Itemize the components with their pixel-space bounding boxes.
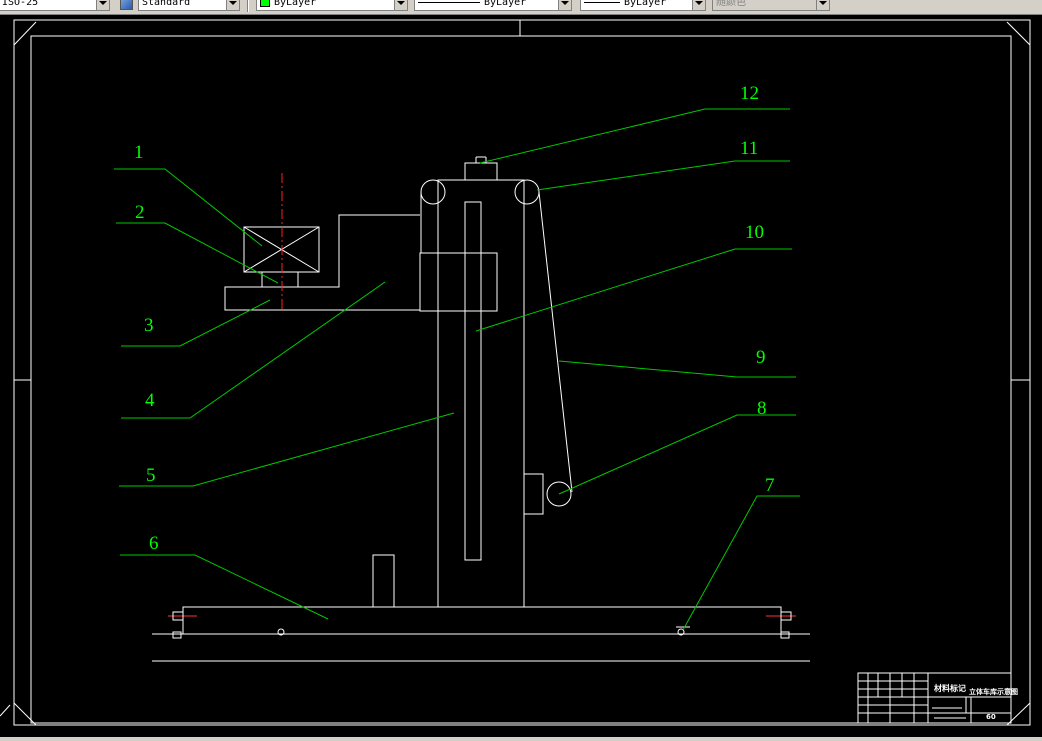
callout-label-3: 3 [144,315,154,336]
chevron-down-icon[interactable] [558,0,571,10]
callout-label-1: 1 [134,142,144,163]
wheel-bracket [172,631,182,639]
callout-label-9: 9 [756,347,766,368]
corner-mark [13,702,37,726]
toolbar-separator [247,0,249,12]
callout-label-7: 7 [765,475,775,496]
leader-3 [121,299,271,347]
properties-toolbar: ISO-25 Standard ByLayer ByLayer ByLayer … [0,0,1042,15]
chevron-down-icon[interactable] [692,0,705,10]
chevron-down-icon [816,0,829,10]
wheel-icon [677,628,685,636]
callout-label-5: 5 [146,465,156,486]
motor-mount [523,473,544,515]
linetype-dropdown[interactable]: ByLayer [414,0,572,11]
callout-label-11: 11 [740,138,758,159]
pulley-left-icon [420,179,446,205]
dimstyle-dropdown[interactable]: ISO-25 [0,0,110,11]
wheel-icon [277,628,285,636]
base-bolt-right [780,611,792,621]
leader-9 [558,360,796,378]
corner-mark [1006,702,1031,726]
callout-label-12: 12 [740,83,759,104]
column-support [372,554,395,608]
leader-10 [475,248,792,332]
chevron-down-icon[interactable] [96,0,109,10]
lineweight-preview-icon [584,1,620,3]
pulley-right-icon [514,179,540,205]
callout-label-6: 6 [149,533,159,554]
leader-5 [119,412,455,487]
leader-4 [121,281,386,419]
textstyle-value: Standard [142,0,191,8]
ucs-icon [0,704,11,717]
corner-mark [1006,21,1031,46]
color-dropdown[interactable]: ByLayer [256,0,408,11]
lineweight-value: ByLayer [624,0,667,8]
leader-8 [558,414,796,495]
drive-pulley-icon [546,481,572,507]
top-cap [464,162,498,181]
chevron-down-icon[interactable] [394,0,407,10]
lifting-screw [464,201,482,561]
leader-12 [479,108,790,164]
status-bar [0,737,1042,741]
color-value: ByLayer [274,0,317,8]
linetype-value: ByLayer [484,0,527,8]
text-style-icon[interactable] [120,0,133,10]
title-block-drawing-name: 立体车库示意图 [969,687,1018,696]
plotstyle-value: 随颜色 [716,0,746,8]
sheet-outer-border [13,19,1031,726]
callout-label-8: 8 [757,398,767,419]
callout-label-2: 2 [135,202,145,223]
plotstyle-dropdown: 随颜色 [712,0,830,11]
callout-label-10: 10 [745,222,764,243]
wheel-bracket [780,631,790,639]
chevron-down-icon[interactable] [226,0,239,10]
leader-2 [116,222,279,284]
leader-1 [114,168,263,247]
leader-6 [120,554,329,620]
carriage-block [419,252,498,312]
callout-label-4: 4 [145,390,155,411]
lineweight-dropdown[interactable]: ByLayer [580,0,706,11]
leader-11 [536,160,790,191]
base-frame [182,606,782,635]
title-block-material-label: 材料标记 [934,683,966,693]
drive-belt [538,191,573,493]
platform-bearing [261,271,299,288]
title-block: 材料标记 立体车库示意图 60 [857,672,1018,724]
color-swatch-icon [260,0,270,7]
dimstyle-value: ISO-25 [2,0,39,8]
linetype-preview-icon [418,1,480,3]
textstyle-dropdown[interactable]: Standard [138,0,240,11]
leader-7 [682,495,800,631]
cantilever-arm [224,214,420,311]
title-block-scale: 60 [986,713,996,721]
base-bolt-left [172,611,184,621]
corner-mark [13,21,37,46]
